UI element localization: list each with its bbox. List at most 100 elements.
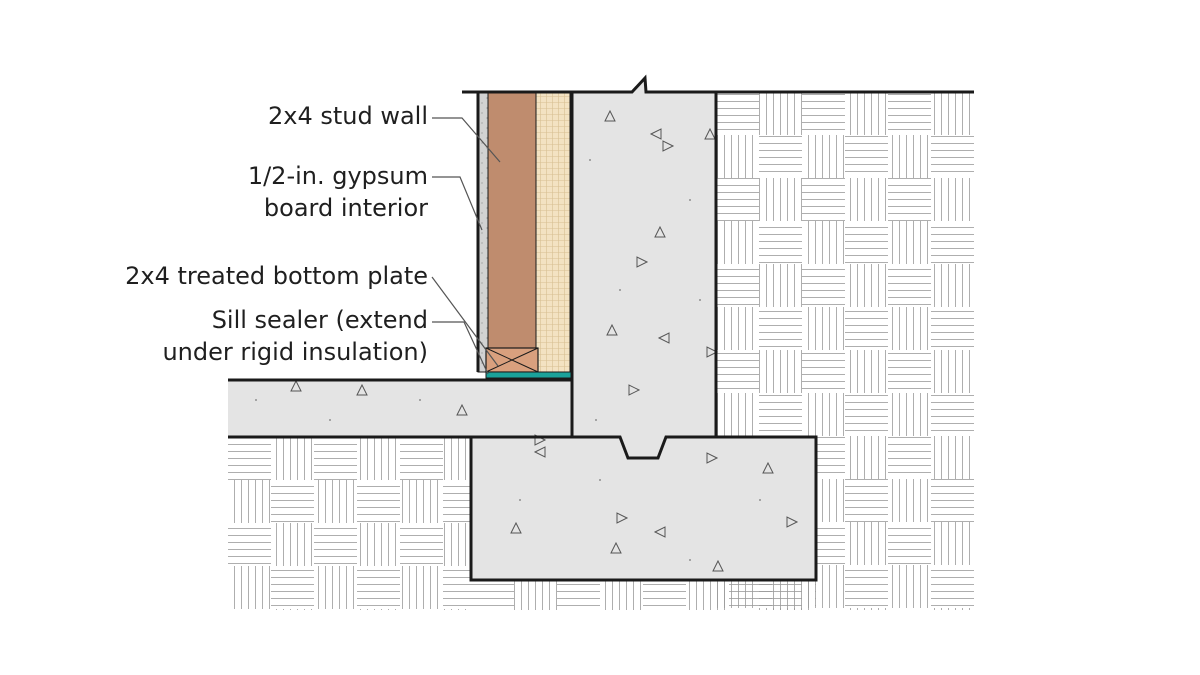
concrete: [228, 78, 816, 580]
aggregate-stone: [712, 559, 724, 572]
label-gypsum: 1/2-in. gypsum board interior: [248, 160, 428, 224]
soil-tile: [271, 609, 314, 610]
soil-tile: [845, 178, 888, 221]
leader-sill-sealer: [432, 321, 489, 375]
label-bottom-plate: 2x4 treated bottom plate: [125, 260, 428, 292]
soil-tile: [845, 436, 888, 479]
aggregate-sand: [619, 289, 621, 291]
soil-tile: [271, 566, 314, 609]
soil-tile: [716, 350, 759, 393]
soil-tile: [888, 264, 931, 307]
soil-tile: [643, 580, 686, 610]
aggregate-stone: [762, 461, 774, 474]
soil-tile: [888, 307, 931, 350]
soil-tile: [802, 221, 845, 264]
soil-tile: [802, 264, 845, 307]
soil-tile: [600, 580, 643, 610]
soil-tile: [931, 608, 974, 610]
soil-tile: [845, 565, 888, 608]
aggregate-sand: [255, 399, 257, 401]
soil-tile: [228, 437, 271, 480]
soil-tile: [845, 522, 888, 565]
soil-tile: [716, 393, 759, 436]
soil-tile: [815, 580, 816, 610]
soil-tile: [716, 135, 759, 178]
soil-tile: [888, 479, 931, 522]
soil-tile: [931, 436, 974, 479]
soil-tile: [314, 566, 357, 609]
soil-tile: [888, 608, 931, 610]
soil-tile: [471, 580, 514, 610]
soil-tile: [400, 437, 443, 480]
label-bottom-plate-text: 2x4 treated bottom plate: [125, 262, 428, 290]
rigid-insulation: [535, 91, 571, 373]
soil-tile: [931, 264, 974, 307]
soil-tile: [931, 135, 974, 178]
soil-tile: [888, 522, 931, 565]
soil-tile: [314, 523, 357, 566]
aggregate-stone: [604, 109, 616, 122]
aggregate-sand: [589, 159, 591, 161]
label-sill-line2: under rigid insulation): [162, 338, 428, 366]
soil-tile: [931, 565, 974, 608]
soil-tile: [400, 609, 443, 610]
leader-bottom-plate: [431, 276, 499, 367]
soil-tile: [314, 480, 357, 523]
soil-tile: [686, 580, 729, 610]
soil-tile: [228, 480, 271, 523]
aggregate-sand: [759, 499, 761, 501]
label-sill-line1: Sill sealer (extend: [211, 306, 428, 334]
soil-tile: [443, 480, 471, 523]
aggregate-stone: [610, 541, 622, 554]
soil-tile: [357, 609, 400, 610]
soil-tile: [228, 523, 271, 566]
aggregate-sand: [329, 419, 331, 421]
aggregate-sand: [519, 499, 521, 501]
aggregate-stone: [510, 521, 522, 534]
aggregate-stone: [662, 140, 675, 152]
soil-tile: [716, 307, 759, 350]
aggregate-sand: [689, 199, 691, 201]
label-sill-sealer: Sill sealer (extend under rigid insulati…: [162, 304, 428, 368]
soil-tile: [845, 608, 888, 610]
aggregate-stone: [649, 128, 662, 140]
soil-tile: [400, 566, 443, 609]
aggregate-stone: [616, 512, 629, 524]
soil-tile: [802, 135, 845, 178]
soil-tile: [314, 437, 357, 480]
soil-tile: [443, 437, 471, 480]
aggregate-stone: [290, 379, 302, 392]
soil-tile: [802, 178, 845, 221]
soil-tile: [759, 350, 802, 393]
soil-tile: [931, 221, 974, 264]
aggregate-sand: [595, 419, 597, 421]
soil-tile: [443, 523, 471, 566]
aggregate-stone: [786, 516, 799, 528]
soil-tile: [845, 92, 888, 135]
soil-tile: [357, 437, 400, 480]
soil-tile: [400, 523, 443, 566]
soil-tile: [271, 437, 314, 480]
aggregate-stone: [533, 446, 546, 458]
soil-tile: [716, 264, 759, 307]
soil-tile: [759, 264, 802, 307]
leader-stud-wall: [432, 117, 501, 163]
soil-tile: [931, 178, 974, 221]
soil-tile: [802, 307, 845, 350]
soil-tile: [845, 135, 888, 178]
aggregate-sand: [419, 399, 421, 401]
label-gypsum-line1: 1/2-in. gypsum: [247, 162, 428, 190]
soil-tile: [931, 307, 974, 350]
soil-tile: [888, 135, 931, 178]
soil-tile: [888, 436, 931, 479]
soil-tile: [888, 92, 931, 135]
soil-tile: [888, 221, 931, 264]
soil-tile: [931, 393, 974, 436]
soil-tile: [443, 609, 471, 610]
soil-tile: [845, 221, 888, 264]
soil-tile: [228, 566, 271, 609]
soil-tile: [845, 350, 888, 393]
aggregate-stone: [706, 452, 719, 464]
soil-tile: [759, 178, 802, 221]
